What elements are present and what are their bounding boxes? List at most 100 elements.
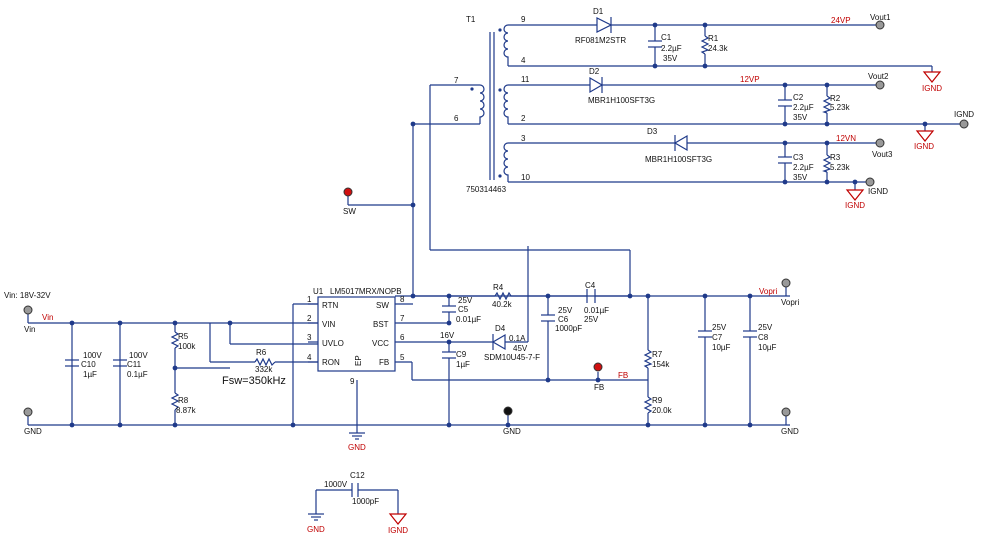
u1-pin3-name: UVLO <box>322 339 344 348</box>
u1-ref: U1 <box>313 287 324 296</box>
d2-part: MBR1H100SFT3G <box>588 96 655 105</box>
r9-ref: R9 <box>652 396 663 405</box>
resistor-r4: R4 40.2k <box>492 283 548 309</box>
c5-ref: C5 <box>458 305 469 314</box>
vopri-label: Vopri <box>781 298 799 307</box>
c11-voltage: 100V <box>129 351 148 360</box>
t1-pin-11: 11 <box>521 75 530 84</box>
r4-value: 40.2k <box>492 300 513 309</box>
diode-d4: D4 0.1A 45V SDM10U45-7-F <box>484 324 540 362</box>
junctions <box>69 22 928 428</box>
isolated-ground-out3: IGND <box>845 189 865 210</box>
diode-d3: D3 MBR1H100SFT3G <box>645 127 712 164</box>
c1-value: 2.2µF <box>661 44 682 53</box>
c2-ref: C2 <box>793 93 804 102</box>
fb-label: FB <box>594 383 604 392</box>
c9-value: 1µF <box>456 360 470 369</box>
resistor-r6: R6 332k <box>254 348 276 374</box>
u1-pin5-name: FB <box>379 358 389 367</box>
net-24vp-label: 24VP <box>831 16 851 25</box>
gnd-mid-label: GND <box>503 427 521 436</box>
r2-ref: R2 <box>830 94 841 103</box>
c2-voltage: 35V <box>793 113 808 122</box>
c11-value: 0.1µF <box>127 370 148 379</box>
t1-pin-6: 6 <box>454 114 459 123</box>
c4-ref: C4 <box>585 281 596 290</box>
d4-ref: D4 <box>495 324 506 333</box>
u1-part: LM5017MRX/NOPB <box>330 287 402 296</box>
terminal-vout1: Vout1 24VP <box>831 13 891 30</box>
u1-pin5-num: 5 <box>400 353 405 362</box>
c3-value: 2.2µF <box>793 163 814 172</box>
capacitor-c3: C3 2.2µF 35V <box>778 153 814 182</box>
resistor-r3: R3 5.23k <box>822 153 851 173</box>
u1-pin7-name: BST <box>373 320 389 329</box>
r4-ref: R4 <box>493 283 504 292</box>
ignd-out3-label: IGND <box>845 201 865 210</box>
t1-part: 750314463 <box>466 185 507 194</box>
ignd-bottom-terminal-label: IGND <box>868 187 888 196</box>
capacitor-c6: 25V C6 1000pF <box>541 306 582 333</box>
u1-pin8-name: SW <box>376 301 389 310</box>
c8-voltage: 25V <box>758 323 773 332</box>
capacitor-c10: 100V C10 1µF <box>65 351 102 379</box>
r8-value: 8.87k <box>176 406 197 415</box>
c7-ref: C7 <box>712 333 723 342</box>
gnd-bottom-label: GND <box>307 525 325 534</box>
testpoint-sw: SW <box>343 187 356 216</box>
r1-ref: R1 <box>708 34 719 43</box>
vin-range-label: Vin: 18V-32V <box>4 291 51 300</box>
terminal-vin: Vin: 18V-32V Vin Vin <box>4 291 53 334</box>
r8-ref: R8 <box>178 396 189 405</box>
vout2-label: Vout2 <box>868 72 889 81</box>
r3-value: 5.23k <box>830 163 851 172</box>
r7-value: 154k <box>652 360 670 369</box>
fsw-label: Fsw=350kHz <box>222 375 286 387</box>
terminal-vopri: Vopri Vopri <box>759 278 799 307</box>
u1-pin6-num: 6 <box>400 333 405 342</box>
u1-pin8-num: 8 <box>400 295 405 304</box>
c8-ref: C8 <box>758 333 769 342</box>
r7-ref: R7 <box>652 350 663 359</box>
d4-voltage: 45V <box>513 344 528 353</box>
capacitor-c2: C2 2.2µF 35V <box>778 93 814 122</box>
resistor-r1: R1 24.3k <box>700 34 729 55</box>
gnd-right-label: GND <box>781 427 799 436</box>
d3-ref: D3 <box>647 127 658 136</box>
fb-net-label: FB <box>618 371 628 380</box>
u1-pin2-num: 2 <box>307 314 312 323</box>
u1-pin6-name: VCC <box>372 339 389 348</box>
c3-ref: C3 <box>793 153 804 162</box>
c6-value: 1000pF <box>555 324 582 333</box>
c6-voltage: 25V <box>558 306 573 315</box>
ignd-top-label: IGND <box>954 110 974 119</box>
d3-part: MBR1H100SFT3G <box>645 155 712 164</box>
wires <box>27 24 964 514</box>
t1-pin-7: 7 <box>454 76 459 85</box>
c12-ref: C12 <box>350 471 365 480</box>
gnd-ic-label: GND <box>348 443 366 452</box>
ignd-bottom-label: IGND <box>388 526 408 535</box>
capacitor-c11: 100V C11 0.1µF <box>113 351 148 379</box>
d1-part: RF081M2STR <box>575 36 626 45</box>
r6-value: 332k <box>255 365 273 374</box>
ic-u1: U1 LM5017MRX/NOPB 1 RTN 2 VIN 3 UVLO 4 R… <box>307 287 405 386</box>
capacitor-c4: C4 0.01µF 25V <box>584 281 609 324</box>
c5-value: 0.01µF <box>456 315 481 324</box>
ground-symbol-bottom: GND <box>307 513 325 534</box>
capacitor-c8: 25V C8 10µF <box>743 323 777 352</box>
u1-pin4-name: RON <box>322 358 340 367</box>
net-12vp-label: 12VP <box>740 75 760 84</box>
u1-pin3-num: 3 <box>307 333 312 342</box>
capacitor-c1: C1 2.2µF 35V <box>648 33 682 63</box>
c1-voltage: 35V <box>663 54 678 63</box>
resistor-r5: R5 100k <box>170 331 196 351</box>
terminal-ignd-bottom: IGND <box>865 177 888 196</box>
isolated-ground-out1: IGND <box>922 71 942 93</box>
u1-ep-name: EP <box>354 355 363 366</box>
c11-ref: C11 <box>127 360 142 369</box>
t1-pin-10: 10 <box>521 173 530 182</box>
r3-ref: R3 <box>830 153 841 162</box>
c10-ref: C10 <box>81 360 96 369</box>
